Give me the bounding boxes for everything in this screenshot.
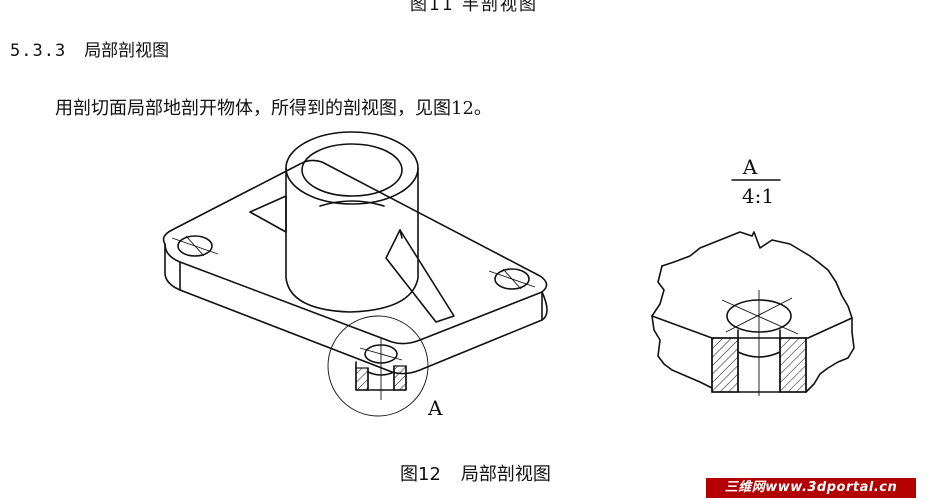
- body-paragraph: 用剖切面局部地剖开物体，所得到的剖视图，见图12。: [55, 98, 492, 119]
- hatch-left: [711, 337, 739, 393]
- rib: [385, 229, 455, 323]
- figure-caption: 图12 局部剖视图: [400, 460, 551, 486]
- site-watermark: 三维网www.3dportal.cn: [706, 478, 916, 498]
- base-plate-top: [162, 159, 548, 345]
- corner-hole-right: [494, 268, 530, 290]
- detail-marker-label: A: [427, 396, 443, 420]
- detail-broken-edge: [661, 231, 855, 393]
- cylinder-boss: [285, 167, 419, 313]
- section-heading: 5.3.3 局部剖视图: [10, 36, 169, 61]
- hatch-right: [779, 337, 807, 393]
- detail-circle: [327, 315, 429, 417]
- detail-view: A 4:1: [651, 155, 855, 396]
- previous-figure-caption: 图11 半剖视图: [410, 0, 539, 15]
- corner-hole-left: [177, 235, 213, 257]
- detail-label-scale: 4:1: [742, 184, 774, 208]
- isometric-part: [162, 131, 548, 417]
- detail-label-letter: A: [742, 155, 758, 179]
- figure-number: 图12: [400, 464, 441, 485]
- section-number: 5.3.3: [10, 41, 67, 61]
- base-plate-side: [164, 243, 548, 375]
- figure-title: 局部剖视图: [460, 464, 551, 485]
- section-title: 局部剖视图: [84, 41, 170, 61]
